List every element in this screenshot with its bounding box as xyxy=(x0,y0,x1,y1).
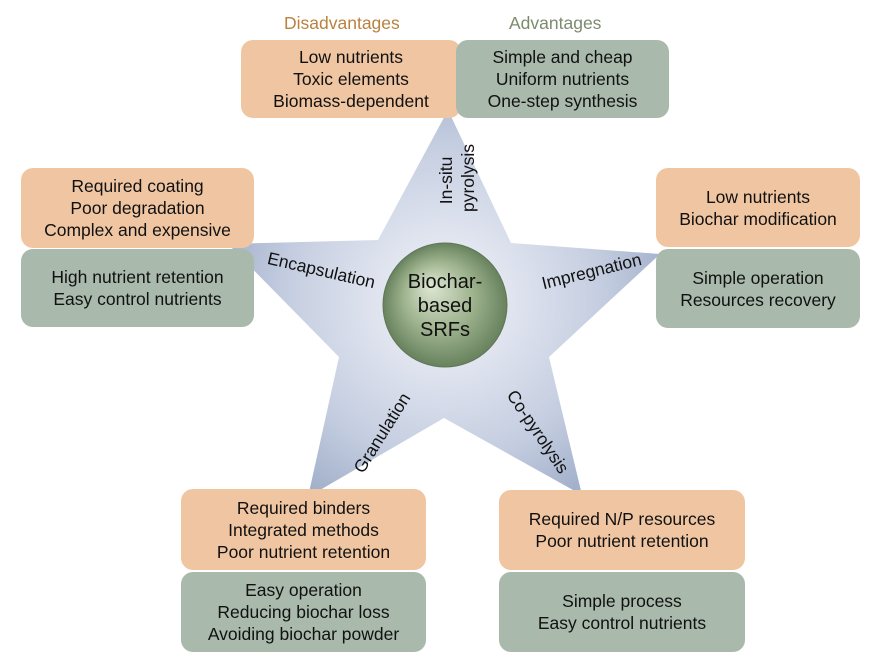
box-line: Uniform nutrients xyxy=(495,69,630,89)
box-line: Required binders xyxy=(236,497,371,518)
box-line: Integrated methods xyxy=(228,519,379,540)
advantages-box-encapsulation: High nutrient retention Easy control nut… xyxy=(21,249,254,327)
legend-advantages: Advantages xyxy=(509,13,602,33)
disadvantages-box-co-pyrolysis: Required N/P resources Poor nutrient ret… xyxy=(499,490,745,570)
box-line: Poor nutrient retention xyxy=(216,541,391,562)
box-line: Low nutrients xyxy=(705,186,811,207)
center-label-line: SRFs xyxy=(420,319,470,341)
advantages-box-co-pyrolysis: Simple process Easy control nutrients xyxy=(499,572,745,652)
legend-disadvantages: Disadvantages xyxy=(284,13,400,33)
advantages-box-impregnation: Simple operation Resources recovery xyxy=(656,249,860,328)
box-line: Easy operation xyxy=(245,580,362,600)
advantages-box-granulation: Easy operation Reducing biochar loss Avo… xyxy=(181,572,426,652)
disadvantages-box-in-situ-pyrolysis: Low nutrients Toxic elements Biomass-dep… xyxy=(241,40,461,118)
box-line: Easy control nutrients xyxy=(53,289,222,309)
box-line: Simple operation xyxy=(692,267,824,288)
disadvantages-box-granulation: Required binders Integrated methods Poor… xyxy=(181,489,426,570)
box-line: Simple and cheap xyxy=(492,47,633,67)
box-line: Simple process xyxy=(562,591,682,611)
box-line: Complex and expensive xyxy=(44,220,231,240)
box-line: High nutrient retention xyxy=(51,267,224,287)
disadvantages-box-encapsulation: Required coating Poor degradation Comple… xyxy=(21,168,254,248)
box-line: Low nutrients xyxy=(298,47,404,67)
center-label-line: based xyxy=(417,295,473,317)
disadvantages-box-impregnation: Low nutrients Biochar modification xyxy=(656,168,860,247)
box-line: Biochar modification xyxy=(679,208,837,229)
box-line: Required N/P resources xyxy=(528,509,716,529)
box-line: Toxic elements xyxy=(293,69,409,89)
box-line: One-step synthesis xyxy=(487,91,638,111)
box-line: Resources recovery xyxy=(680,289,836,310)
center-label: Biochar- based SRFs xyxy=(395,270,495,342)
box-line: Poor nutrient retention xyxy=(535,531,709,551)
center-hub xyxy=(382,242,508,368)
center-label-line: Biochar- xyxy=(407,271,483,293)
box-line: Avoiding biochar powder xyxy=(207,624,400,644)
method-label-in-situ-pyrolysis: In-situ pyrolysis xyxy=(436,144,478,212)
box-line: Required coating xyxy=(71,176,204,196)
box-line: Poor degradation xyxy=(70,198,205,218)
box-line: Reducing biochar loss xyxy=(217,602,390,622)
box-line: Easy control nutrients xyxy=(537,613,707,633)
box-line: Biomass-dependent xyxy=(273,91,429,111)
advantages-box-in-situ-pyrolysis: Simple and cheap Uniform nutrients One-s… xyxy=(456,40,669,118)
